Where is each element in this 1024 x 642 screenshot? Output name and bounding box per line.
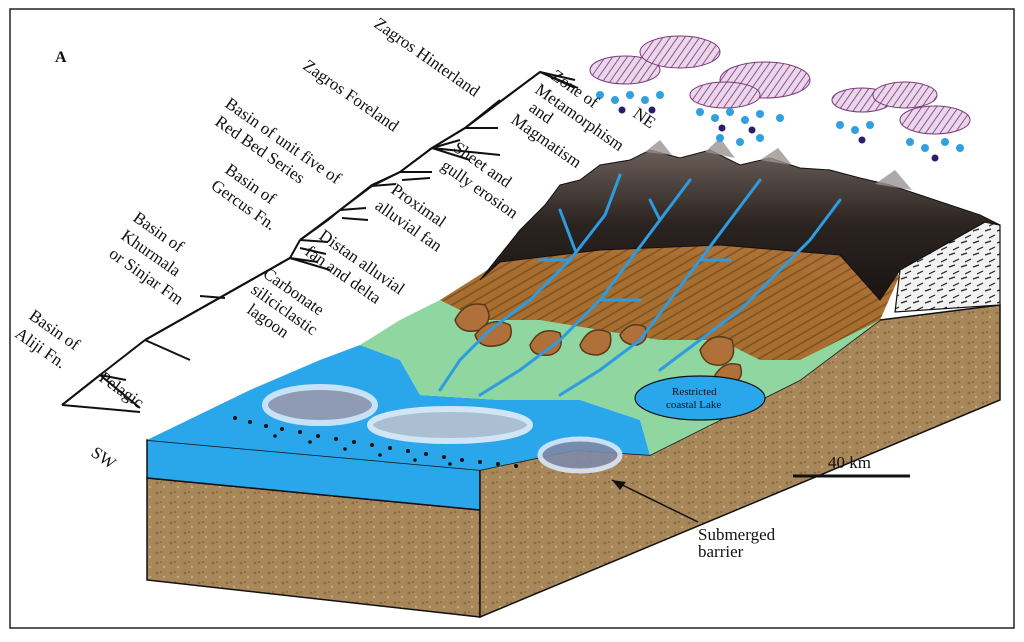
shoreline-dots — [233, 416, 518, 468]
restricted-coastal-lake — [634, 375, 766, 421]
river-network — [438, 173, 842, 397]
staircase — [61, 71, 579, 413]
mountain-range — [479, 149, 1001, 301]
mountain-peaks — [645, 138, 912, 190]
rain-clouds — [589, 35, 971, 162]
fan-lobes — [454, 303, 743, 384]
label-sw: SW — [88, 443, 121, 474]
sea-surface — [147, 345, 650, 470]
env-pelagic: Pelagic — [96, 368, 148, 413]
basin-zagros-hinterland: Zagros Hinterland — [371, 14, 484, 101]
basin-zagros-foreland: Zagros Foreland — [300, 56, 403, 136]
callout-arrow-line — [611, 479, 699, 523]
callout-arrowhead — [612, 480, 626, 490]
panel-letter: A — [55, 49, 67, 66]
callout-line2: barrier — [698, 542, 744, 561]
submerged-barriers — [262, 384, 623, 474]
lake-label-2: coastal Lake — [666, 399, 721, 411]
callout-line1: Submerged — [698, 525, 776, 544]
scale-bar-label: 40 km — [828, 453, 871, 472]
figure-frame — [9, 8, 1015, 629]
lake-label-1: Restricted — [672, 386, 717, 398]
